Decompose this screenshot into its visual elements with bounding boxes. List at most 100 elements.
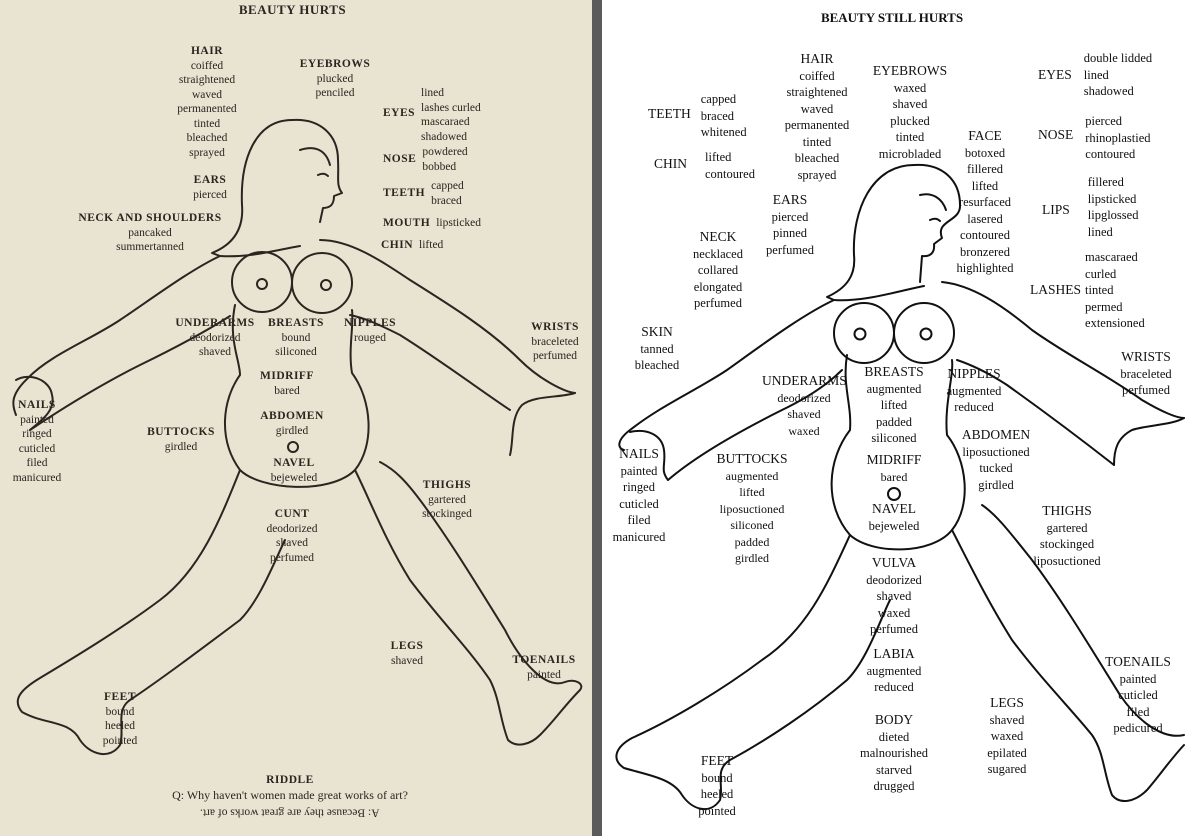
right-face-item: bronzered — [948, 244, 1022, 261]
left-riddle-question: Q: Why haven't women made great works of… — [130, 788, 450, 803]
left-label-wrists: WRISTS braceleted perfumed — [520, 320, 590, 364]
right-lips-head: LIPS — [1042, 202, 1070, 219]
left-breasts-item: bound — [258, 331, 334, 346]
right-body-head: BODY — [848, 712, 940, 729]
right-buttocks-item: augmented — [706, 468, 798, 485]
left-eyebrows-item: plucked — [295, 72, 375, 87]
right-chin-head: CHIN — [654, 156, 687, 173]
left-nails-head: NAILS — [2, 398, 72, 413]
right-teeth-item: capped — [701, 91, 747, 108]
right-face-item: highlighted — [948, 260, 1022, 277]
left-label-navel: NAVEL bejeweled — [256, 456, 332, 485]
right-label-hair: HAIR coiffed straightened waved permanen… — [762, 51, 872, 183]
right-label-breasts: BREASTS augmented lifted padded silicone… — [852, 364, 936, 447]
right-nose-item: rhinoplastied — [1085, 130, 1150, 147]
left-breasts-head: BREASTS — [258, 316, 334, 331]
right-face-item: resurfaced — [948, 194, 1022, 211]
right-midriff-item: bared — [858, 469, 930, 486]
left-legs-head: LEGS — [380, 639, 434, 654]
left-hair-item: permanented — [162, 102, 252, 117]
right-label-teeth: TEETH capped braced whitened — [648, 91, 768, 141]
right-face-item: botoxed — [948, 145, 1022, 162]
right-ears-head: EARS — [752, 192, 828, 209]
left-ears-item: pierced — [175, 188, 245, 203]
left-hair-item: bleached — [162, 131, 252, 146]
left-neck-head: NECK AND SHOULDERS — [70, 211, 230, 226]
right-underarms-item: shaved — [762, 406, 846, 423]
left-label-thighs: THIGHS gartered stockinged — [410, 478, 484, 522]
left-chin-head: CHIN — [381, 238, 413, 253]
left-cunt-item: perfumed — [252, 551, 332, 566]
right-abdomen-item: girdled — [950, 477, 1042, 494]
right-abdomen-head: ABDOMEN — [950, 427, 1042, 444]
right-legs-item: sugared — [974, 761, 1040, 778]
right-eyebrows-item: tinted — [864, 129, 956, 146]
right-eyes-item: lined — [1084, 67, 1152, 84]
left-label-ears: EARS pierced — [175, 173, 245, 202]
right-hair-item: waved — [762, 101, 872, 118]
right-underarms-head: UNDERARMS — [762, 373, 846, 390]
left-buttocks-item: girdled — [142, 440, 220, 455]
left-thighs-item: stockinged — [410, 507, 484, 522]
right-label-feet: FEET bound heeled pointed — [686, 753, 748, 819]
right-face-item: lifted — [948, 178, 1022, 195]
right-nipples-item: reduced — [938, 399, 1010, 416]
right-abdomen-item: tucked — [950, 460, 1042, 477]
right-breasts-head: BREASTS — [852, 364, 936, 381]
right-nails-item: filed — [606, 512, 672, 529]
right-label-nails: NAILS painted ringed cuticled filed mani… — [606, 446, 672, 545]
left-feet-item: heeled — [88, 719, 152, 734]
right-breasts-item: lifted — [852, 397, 936, 414]
left-feet-item: pointed — [88, 734, 152, 749]
left-nose-item: powdered — [422, 145, 467, 160]
right-lashes-item: curled — [1085, 266, 1145, 283]
left-hair-item: sprayed — [162, 146, 252, 161]
right-legs-item: epilated — [974, 745, 1040, 762]
right-face-item: contoured — [948, 227, 1022, 244]
right-vulva-item: waxed — [852, 605, 936, 622]
right-buttocks-item: lifted — [706, 484, 798, 501]
right-label-lashes: LASHES mascaraed curled tinted permed ex… — [1030, 249, 1188, 332]
right-wrists-item: perfumed — [1106, 382, 1186, 399]
left-navel-head: NAVEL — [256, 456, 332, 471]
left-midriff-head: MIDRIFF — [255, 369, 319, 384]
right-title: BEAUTY STILL HURTS — [782, 10, 1002, 27]
left-abdomen-head: ABDOMEN — [254, 409, 330, 424]
left-nose-head: NOSE — [383, 152, 416, 167]
right-feet-head: FEET — [686, 753, 748, 770]
left-underarms-item: deodorized — [170, 331, 260, 346]
right-neck-item: elongated — [678, 279, 758, 296]
right-label-skin: SKIN tanned bleached — [624, 324, 690, 374]
right-legs-item: waxed — [974, 728, 1040, 745]
left-toenails-head: TOENAILS — [505, 653, 583, 668]
left-hair-head: HAIR — [162, 44, 252, 59]
right-labia-head: LABIA — [852, 646, 936, 663]
right-chin-item: contoured — [705, 166, 755, 183]
right-breasts-item: padded — [852, 414, 936, 431]
left-toenails-item: painted — [505, 668, 583, 683]
right-feet-item: pointed — [686, 803, 748, 820]
right-eyes-item: double lidded — [1084, 50, 1152, 67]
left-nose-item: bobbed — [422, 160, 467, 175]
right-nails-head: NAILS — [606, 446, 672, 463]
right-toenails-item: pedicured — [1096, 720, 1180, 737]
right-eyebrows-item: microbladed — [864, 146, 956, 163]
right-lips-item: fillered — [1088, 174, 1139, 191]
right-nails-item: painted — [606, 463, 672, 480]
right-teeth-head: TEETH — [648, 106, 691, 123]
right-body-item: dieted — [848, 729, 940, 746]
right-lashes-item: tinted — [1085, 282, 1145, 299]
right-thighs-item: liposuctioned — [1012, 553, 1122, 570]
right-teeth-item: braced — [701, 108, 747, 125]
right-eyebrows-head: EYEBROWS — [864, 63, 956, 80]
left-teeth-head: TEETH — [383, 186, 425, 201]
left-wrists-item: perfumed — [520, 349, 590, 364]
right-body-item: starved — [848, 762, 940, 779]
left-label-teeth: TEETH capped braced — [383, 179, 493, 208]
right-lips-item: lipsticked — [1088, 191, 1139, 208]
right-label-nose: NOSE pierced rhinoplastied contoured — [1038, 113, 1188, 163]
right-hair-item: straightened — [762, 84, 872, 101]
right-label-eyes: EYES double lidded lined shadowed — [1038, 50, 1188, 100]
left-breasts-item: siliconed — [258, 345, 334, 360]
right-lashes-head: LASHES — [1030, 282, 1081, 299]
